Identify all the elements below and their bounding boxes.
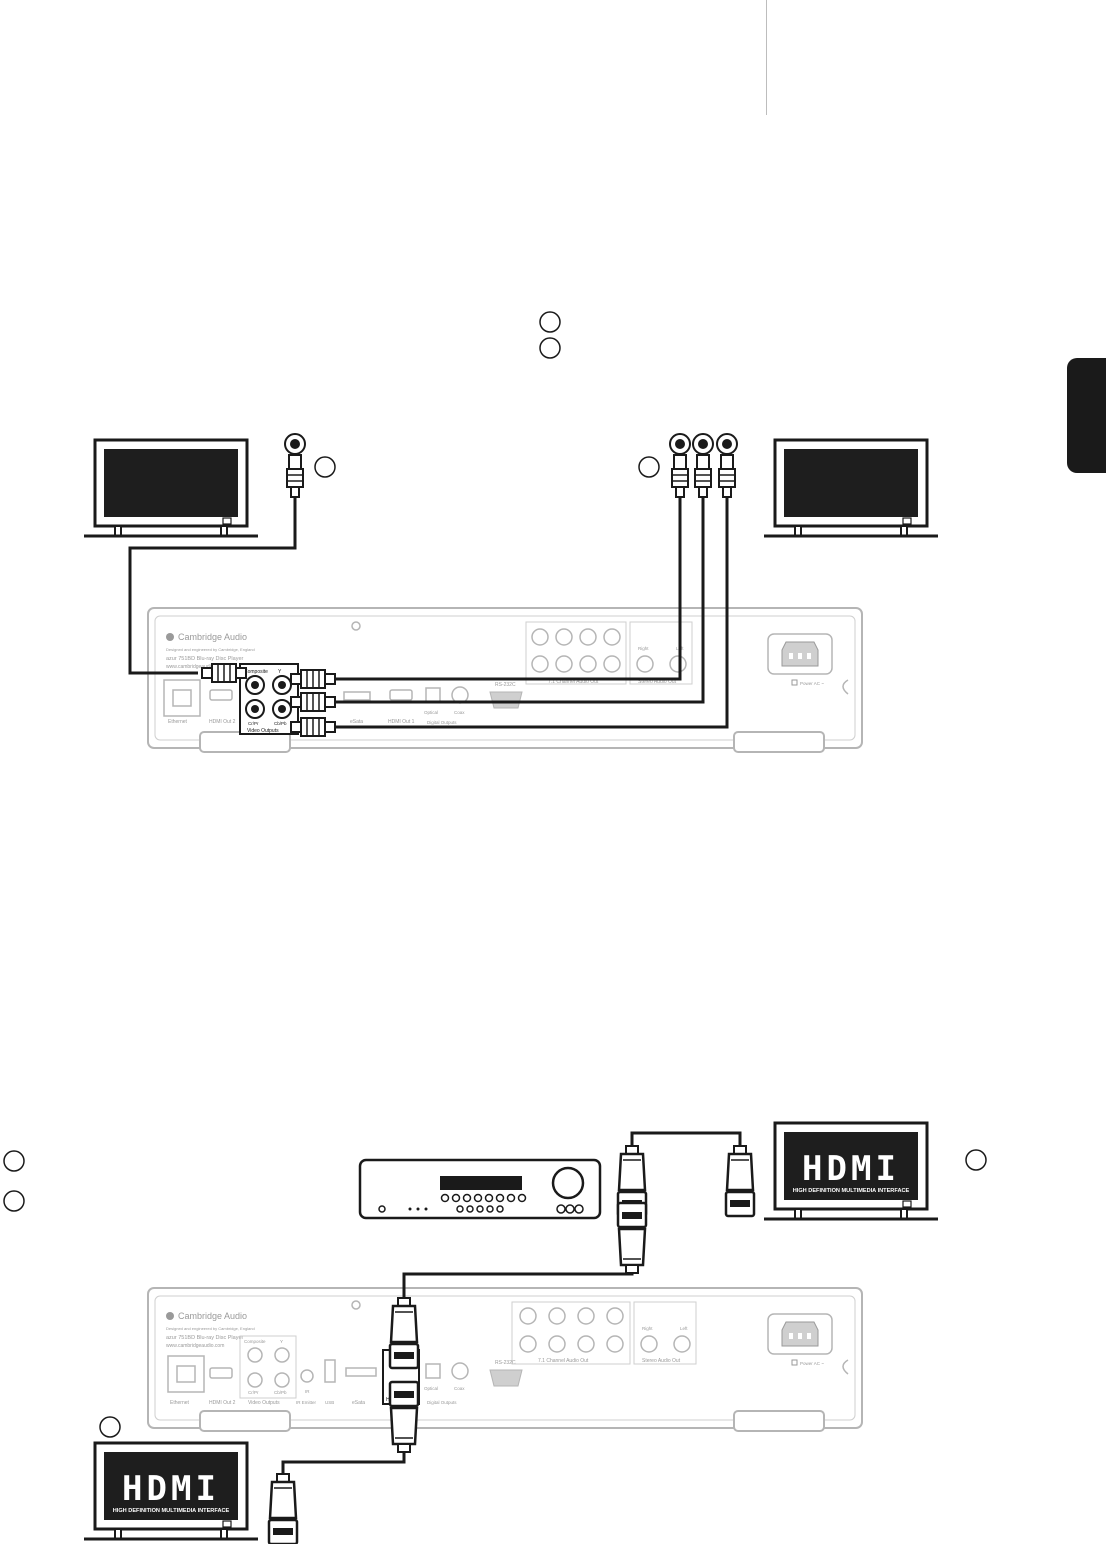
label-stereo-audio: Stereo Audio Out: [638, 679, 677, 685]
label-power: Power AC ~: [800, 1361, 824, 1366]
hdmi-logo-subtitle: HIGH DEFINITION MULTIMEDIA INTERFACE: [113, 1508, 230, 1514]
language-tab: [1067, 358, 1106, 473]
hdmi-logo-word: HDMI: [122, 1469, 220, 1509]
label-hdmi-out-2: HDMI Out 2: [209, 1400, 236, 1406]
callout-circle: [3, 1150, 25, 1172]
label-ir-emitter: IR Emitter: [296, 1400, 317, 1405]
brand-tagline: Designed and engineered by Cambridge, En…: [166, 1326, 255, 1331]
label-cb-pb: Cb/Pb: [274, 1390, 287, 1395]
callout-circle: [99, 1416, 121, 1438]
brand-name: Cambridge Audio: [178, 1311, 247, 1321]
callout-circle: [314, 456, 336, 478]
label-composite: Composite: [244, 1339, 266, 1344]
hdmi-logo-subtitle: HIGH DEFINITION MULTIMEDIA INTERFACE: [793, 1188, 910, 1194]
label-stereo-audio: Stereo Audio Out: [642, 1358, 681, 1364]
label-right: Right: [638, 646, 649, 651]
tv-hdmi-right: HDMI HIGH DEFINITION MULTIMEDIA INTERFAC…: [764, 1121, 938, 1221]
model-name: azur 751BD Blu-ray Disc Player: [166, 1335, 244, 1341]
brand-tagline: Designed and engineered by Cambridge, En…: [166, 647, 255, 652]
brand-url: www.cambridgeaudio.com: [166, 1343, 224, 1349]
label-power: Power AC ~: [800, 681, 824, 686]
hdmi-plug: [724, 1144, 756, 1218]
composite-cable: [128, 433, 306, 683]
label-digital-outputs: Digital Outputs: [427, 1400, 457, 1405]
label-cr-pr: Cr/Pr: [248, 721, 259, 726]
label-esata: eSata: [352, 1400, 365, 1406]
label-y: Y: [280, 1339, 283, 1344]
av-receiver: [358, 1158, 602, 1220]
label-video-outputs: Video Outputs: [247, 728, 279, 734]
label-esata: eSata: [350, 719, 363, 725]
callout-circle: [3, 1190, 25, 1212]
player-rear-panel-lower-visible: Cambridge Audio Designed and engineered …: [147, 1287, 863, 1432]
callout-circle: [539, 311, 561, 333]
label-coax: Coax: [454, 710, 465, 715]
label-ir: IR: [305, 1389, 310, 1394]
label-hdmi-out-1: HDMI Out 1: [388, 719, 415, 725]
hdmi-plug: [388, 1296, 420, 1370]
label-y: Y: [278, 669, 282, 675]
callout-circle: [539, 337, 561, 359]
label-hdmi-out-2: HDMI Out 2: [209, 719, 236, 725]
brand-name: Cambridge Audio: [178, 632, 247, 642]
label-optical: Optical: [424, 1386, 438, 1391]
callout-circle: [638, 456, 660, 478]
label-ethernet: Ethernet: [168, 719, 188, 725]
label-digital-outputs: Digital Outputs: [427, 720, 457, 725]
label-ethernet: Ethernet: [170, 1400, 190, 1406]
label-71-audio: 7.1 Channel Audio Out: [548, 679, 599, 685]
label-rs232c: RS-232C: [495, 1360, 516, 1366]
label-video-outputs: Video Outputs: [248, 1400, 280, 1406]
hdmi-logo-word: HDMI: [802, 1149, 900, 1189]
label-cr-pr: Cr/Pr: [248, 1390, 259, 1395]
component-cables: [335, 485, 729, 729]
hdmi-plug: [267, 1472, 299, 1544]
brand-url: www.cambridgeaudio.com: [166, 664, 224, 670]
model-name: azur 751BD Blu-ray Disc Player: [166, 656, 244, 662]
label-composite: Composite: [244, 669, 268, 675]
label-usb: USB: [325, 1400, 334, 1405]
tv-hdmi-left: HDMI HIGH DEFINITION MULTIMEDIA INTERFAC…: [84, 1441, 258, 1541]
label-optical: Optical: [424, 710, 438, 715]
label-right: Right: [642, 1326, 653, 1331]
hdmi-plug: [388, 1380, 420, 1454]
label-cb-pb: Cb/Pb: [274, 721, 287, 726]
label-left: Left: [680, 1326, 688, 1331]
page-divider-line: [766, 0, 767, 115]
hdmi-plug: [616, 1201, 648, 1275]
label-71-audio: 7.1 Channel Audio Out: [538, 1358, 589, 1364]
callout-circles: [3, 311, 987, 1438]
callout-circle: [965, 1149, 987, 1171]
label-rs232c: RS-232C: [495, 682, 516, 688]
label-coax: Coax: [454, 1386, 465, 1391]
